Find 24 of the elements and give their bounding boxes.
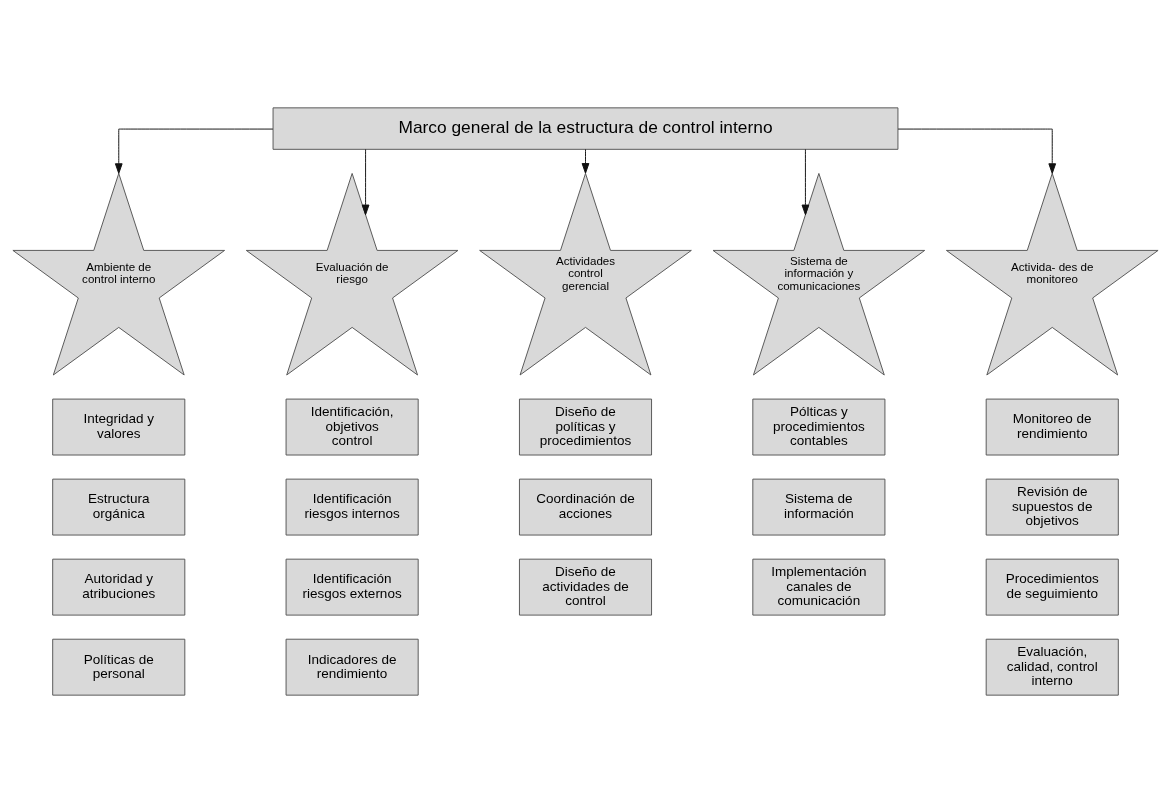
node-box: Identificación riesgos externos xyxy=(285,558,419,616)
arrow xyxy=(897,128,1057,174)
arrow xyxy=(361,148,370,216)
node-box: Revisión de supuestos de objetivos xyxy=(985,478,1119,536)
node-box: Diseño de actividades de control xyxy=(518,558,653,616)
node-box: Coordinación de acciones xyxy=(518,478,653,536)
node-box: Monitoreo de rendimiento xyxy=(985,398,1119,456)
node-box: Procedimientos de seguimiento xyxy=(985,558,1119,616)
node-box: Diseño de políticas y procedimientos xyxy=(518,398,653,456)
node-box: Estructura orgánica xyxy=(52,478,186,536)
node-box: Autoridad y atribuciones xyxy=(52,558,186,616)
node-box: Identificación, objetivos control xyxy=(285,398,419,456)
node-box: Sistema de información xyxy=(752,478,886,536)
node-box: Indicadores de rendimiento xyxy=(285,638,419,696)
node-box: Identificación riesgos internos xyxy=(285,478,419,536)
node-box: Evaluación, calidad, control interno xyxy=(985,638,1119,696)
node-box: Marco general de la estructura de control interno xyxy=(272,107,899,150)
arrow xyxy=(114,128,274,174)
arrow xyxy=(801,148,810,216)
node-box: Pólticas y procedimientos contables xyxy=(752,398,886,456)
arrow xyxy=(581,148,590,174)
node-box: Integridad y valores xyxy=(52,398,186,456)
node-box: Políticas de personal xyxy=(52,638,186,696)
node-box: Implementación canales de comunicación xyxy=(752,558,886,616)
